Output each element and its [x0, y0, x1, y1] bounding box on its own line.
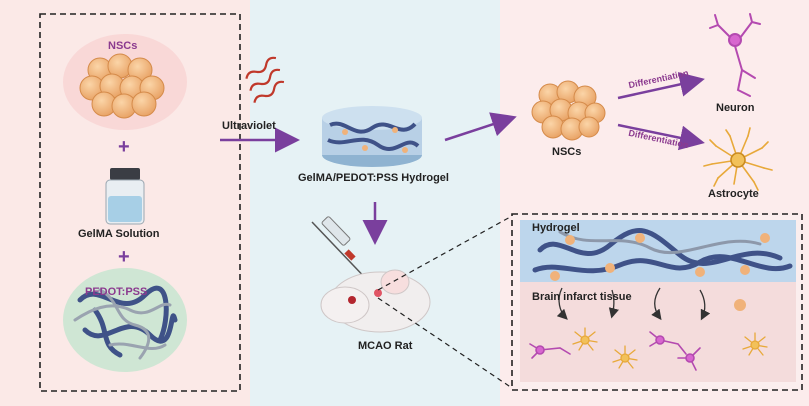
nsc-cluster-icon: [63, 34, 187, 130]
nscs-right-label: NSCs: [552, 146, 582, 158]
migration-arrows: [556, 287, 711, 321]
zoom-line-top: [377, 215, 513, 291]
hydrogel-inset-network: [532, 228, 793, 281]
gelma-vial-icon: [105, 168, 145, 225]
pedot-pss-label: PEDOT:PSS: [85, 286, 148, 298]
ultraviolet-rays-icon: [245, 56, 285, 103]
neuron-icon: [709, 13, 761, 97]
ingredients-box: [39, 13, 241, 392]
gelma-solution-label: GelMA Solution: [78, 228, 160, 240]
inset-nsc-cell: [734, 299, 746, 311]
nscs-top-label: NSCs: [108, 40, 138, 52]
ultraviolet-label: Ultraviolet: [222, 120, 276, 132]
neuron-label: Neuron: [716, 102, 755, 114]
mcao-rat-label: MCAO Rat: [358, 340, 413, 352]
pedot-pss-network-icon: [63, 268, 187, 372]
hydrogel-disc-icon: [322, 106, 422, 167]
astrocyte-icon: [703, 127, 773, 191]
arrow-to-astrocyte: [617, 123, 705, 151]
hydrogel-composite-label: GelMA/PEDOT:PSS Hydrogel: [298, 172, 449, 184]
brain-infarct-label: Brain infarct tissue: [532, 291, 632, 303]
hydrogel-label: Hydrogel: [532, 222, 580, 234]
inset-differentiated-cells: [529, 327, 768, 371]
astrocyte-label: Astrocyte: [708, 188, 759, 200]
plus-sign-2: +: [118, 246, 130, 268]
infarct-tissue-layer: [520, 282, 796, 382]
nsc-cluster-right-icon: [531, 80, 606, 141]
arrow-to-nscs: [444, 112, 517, 142]
plus-sign-1: +: [118, 136, 130, 158]
arrow-to-neuron: [617, 72, 705, 100]
rat-icon: [320, 269, 431, 333]
